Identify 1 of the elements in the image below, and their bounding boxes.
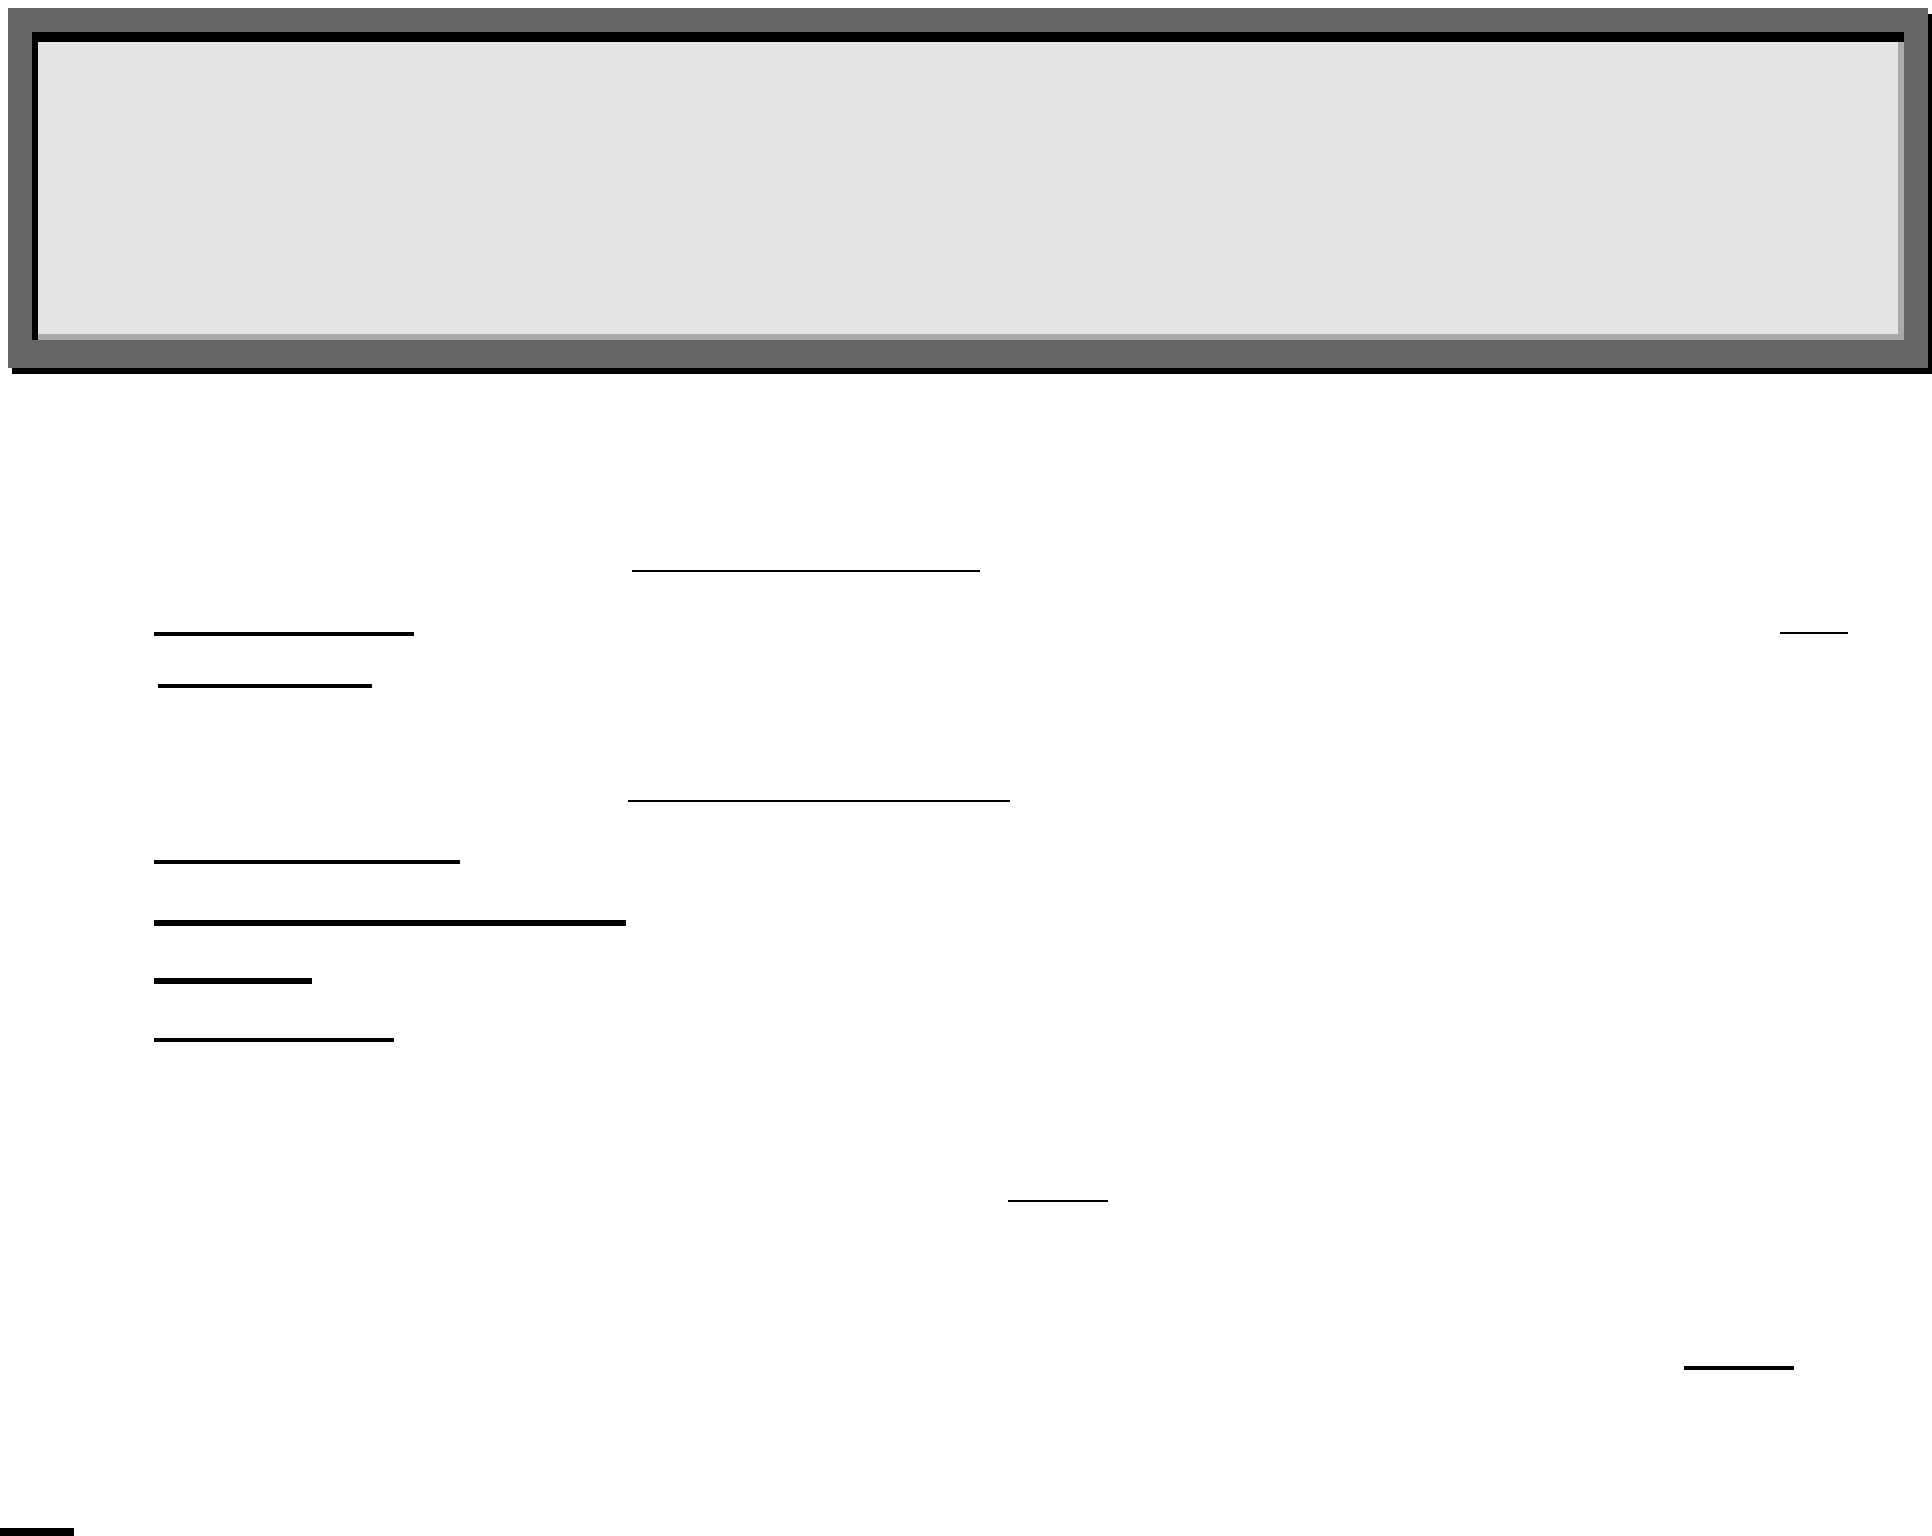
header-panel [8,8,1928,368]
